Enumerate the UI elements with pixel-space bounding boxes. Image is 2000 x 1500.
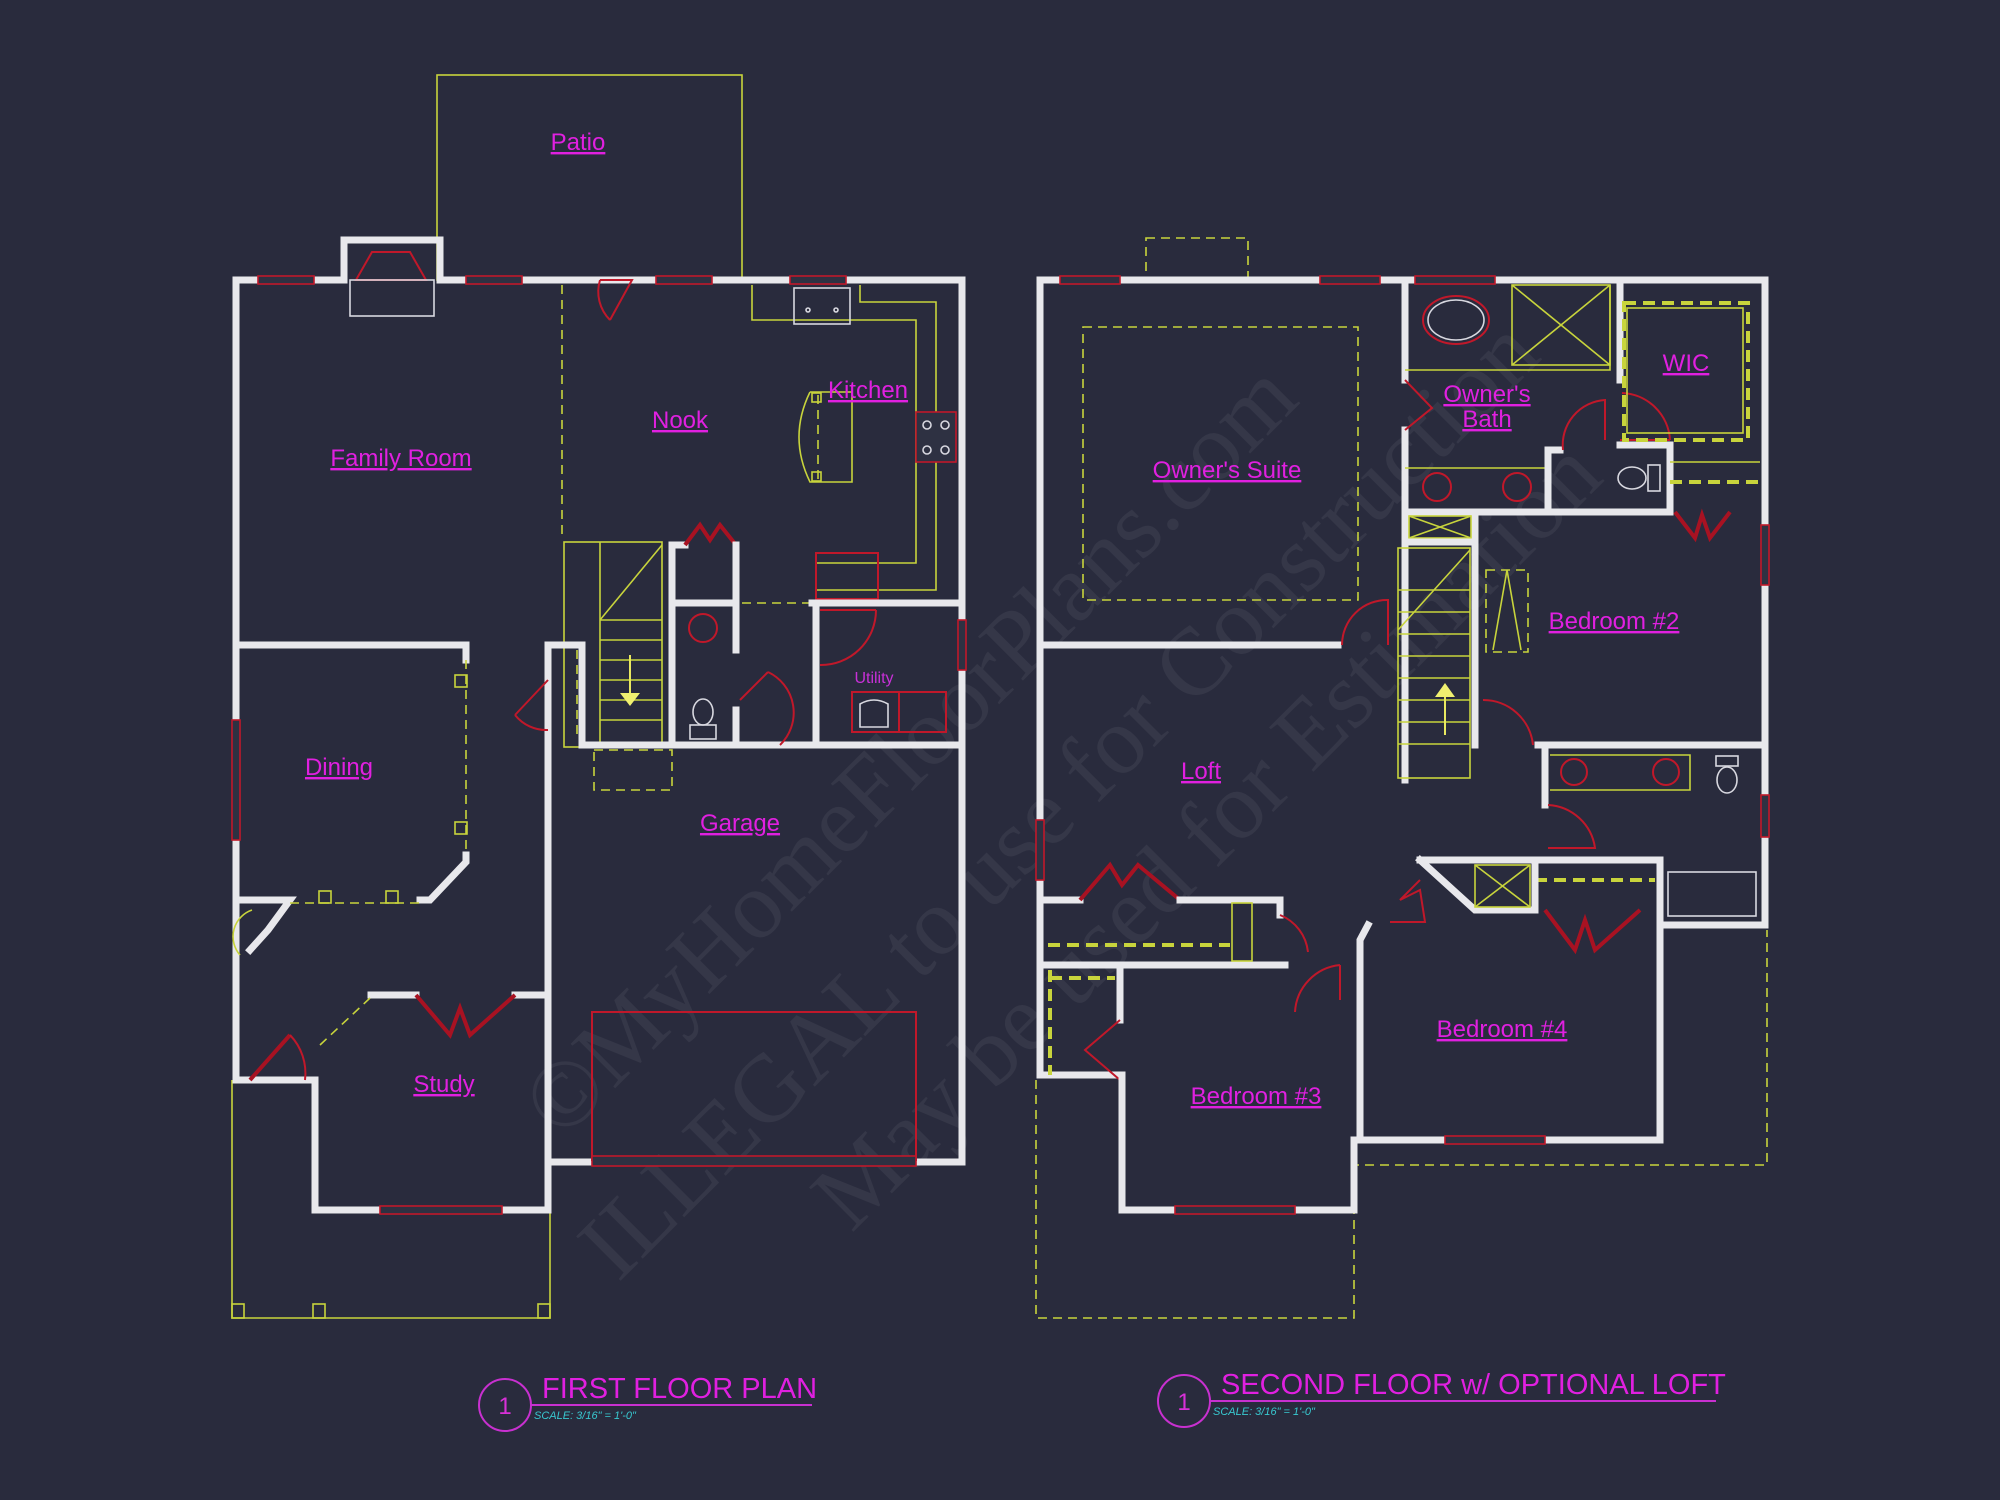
second-floor-plan: Owner's Suite Owner's Bath WIC Bedroom #… bbox=[1035, 237, 1770, 1428]
room-label-utility: Utility bbox=[854, 670, 893, 687]
first-floor-title: FIRST FLOOR PLAN bbox=[542, 1373, 817, 1405]
room-label-bedroom-4: Bedroom #4 bbox=[1437, 1016, 1568, 1043]
second-floor-scale: SCALE: 3/16" = 1'-0" bbox=[1213, 1406, 1316, 1418]
room-label-nook: Nook bbox=[652, 407, 709, 434]
exterior-wall-west bbox=[232, 276, 319, 1084]
patio-outline bbox=[436, 74, 743, 281]
second-floor-title-block: 1 SECOND FLOOR w/ OPTIONAL LOFT SCALE: 3… bbox=[1157, 1369, 1726, 1428]
detail-number: 1 bbox=[1177, 1389, 1190, 1416]
room-label-family-room: Family Room bbox=[330, 445, 471, 472]
room-label-owners-bath-line2: Bath bbox=[1462, 406, 1511, 433]
porch-outline bbox=[231, 1080, 551, 1319]
room-label-study: Study bbox=[413, 1071, 474, 1098]
study-bifold-door bbox=[414, 993, 517, 1039]
second-floor-exterior-wall bbox=[1036, 276, 1769, 1214]
watermark: ©MyHomeFloorPlans.com ILLEGAL to use for… bbox=[501, 297, 1621, 1298]
first-floor-plan: Patio Family Room Nook Kitchen Dining Ut… bbox=[231, 74, 967, 1432]
room-label-owners-suite: Owner's Suite bbox=[1153, 457, 1302, 484]
room-label-garage: Garage bbox=[700, 810, 780, 837]
first-floor-title-block: 1 FIRST FLOOR PLAN SCALE: 3/16" = 1'-0" bbox=[478, 1373, 817, 1432]
first-floor-scale: SCALE: 3/16" = 1'-0" bbox=[534, 1410, 637, 1422]
room-label-bedroom-2: Bedroom #2 bbox=[1549, 608, 1680, 635]
exterior-wall-north-east bbox=[232, 236, 966, 1166]
room-label-dining: Dining bbox=[305, 754, 373, 781]
room-label-bedroom-3: Bedroom #3 bbox=[1191, 1083, 1322, 1110]
second-floor-title: SECOND FLOOR w/ OPTIONAL LOFT bbox=[1221, 1369, 1726, 1401]
room-label-wic: WIC bbox=[1663, 350, 1710, 377]
detail-number: 1 bbox=[498, 1393, 511, 1420]
stairs-up-arrow-icon bbox=[1435, 683, 1455, 697]
room-label-patio: Patio bbox=[551, 129, 606, 156]
stairs-down-arrow-icon bbox=[620, 693, 640, 706]
room-label-owners-bath-line1: Owner's bbox=[1443, 381, 1530, 408]
room-label-loft: Loft bbox=[1181, 758, 1221, 785]
study-walls bbox=[311, 736, 552, 1214]
room-label-kitchen: Kitchen bbox=[828, 377, 908, 404]
garage-door bbox=[591, 1155, 917, 1167]
